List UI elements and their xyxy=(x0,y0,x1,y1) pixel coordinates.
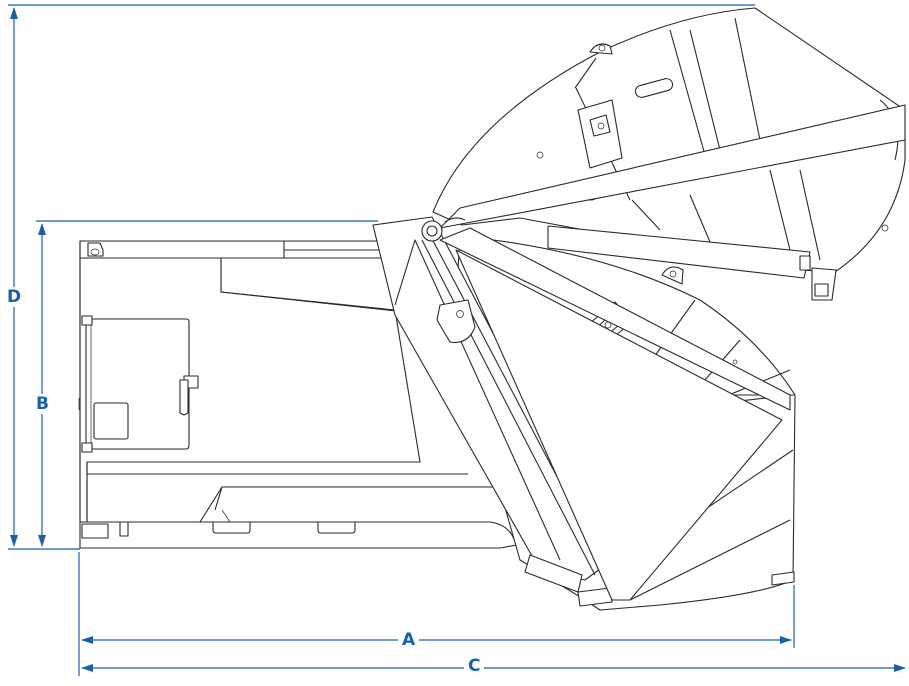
base-frame xyxy=(78,240,518,549)
dim-d-arrow-top xyxy=(10,7,18,19)
dim-c-arrow-left xyxy=(81,664,93,672)
lift-arm xyxy=(372,216,791,601)
dim-d-arrow-bottom xyxy=(10,535,18,547)
dim-a-arrow-right xyxy=(780,636,792,644)
dim-a-arrow-left xyxy=(81,636,93,644)
dimension-label-b: B xyxy=(32,394,53,414)
dimension-label-c: C xyxy=(464,656,485,676)
side-panel-door xyxy=(78,315,199,453)
dim-b-arrow-top xyxy=(38,223,46,235)
dimension-label-a: A xyxy=(398,630,420,650)
dimension-lines xyxy=(8,4,906,676)
upper-arm xyxy=(439,104,906,301)
dim-b-arrow-bottom xyxy=(38,535,46,547)
dim-c-arrow-right xyxy=(894,664,906,672)
dimension-label-d: D xyxy=(3,287,26,307)
